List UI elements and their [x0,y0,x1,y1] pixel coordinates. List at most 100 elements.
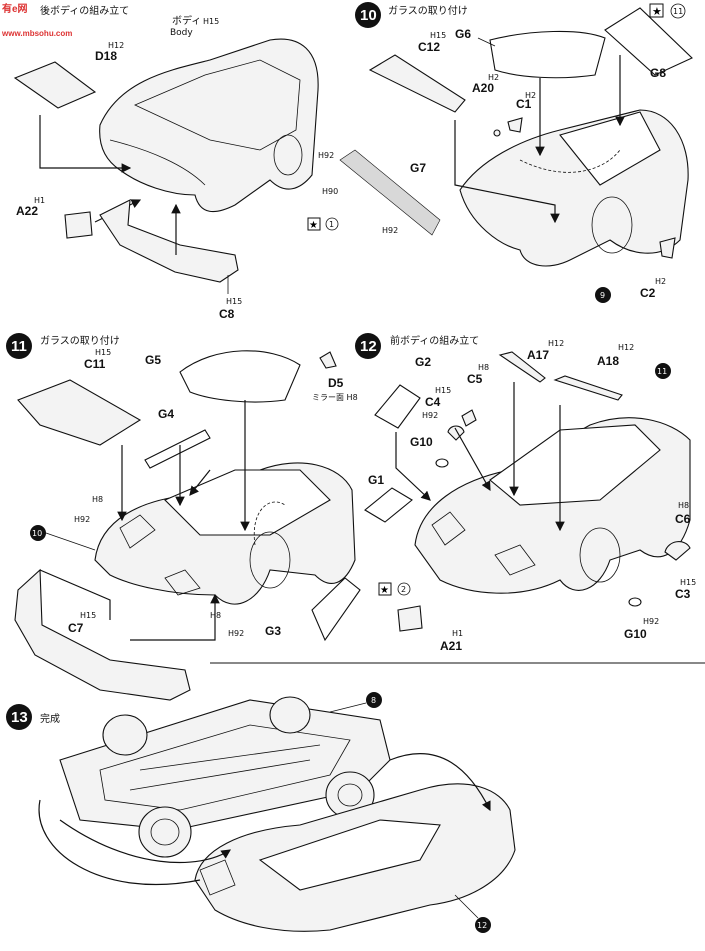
paint-code-c2: H2 [655,277,666,286]
step-10-title: ガラスの取り付け [388,4,468,17]
paint-code-c4: H15 [435,386,451,395]
part-g10-bottom-label: G10 [624,627,647,641]
part-a21-shape [397,605,423,632]
step-12-title: 前ボディの組み立て [390,334,479,347]
part-c12-shape [368,54,466,113]
sub-ref-8-badge [366,692,382,708]
step-13: 13 完成 8 12 [6,692,516,933]
star-decal-circle [325,217,339,231]
sub-ref-10-number: 10 [32,529,42,538]
part-a20-label: A20 [472,81,494,95]
step-13-title: 完成 [40,712,60,725]
rear-body-shell [99,38,319,213]
part-c2-shape [659,237,676,259]
part-c7-shape [14,568,191,701]
part-g8-shape [604,7,693,76]
paint-code-d18: H12 [108,41,124,50]
paint-code-c3: H15 [680,578,696,587]
sub-ref-10-badge [30,525,46,541]
step-10: 10 ガラスの取り付け ★ 11 G8 G6 H15 C12 H2 A20 H2… [307,2,693,303]
part-c3-shape [664,541,691,561]
paint-code-g10-top: H92 [422,411,438,420]
part-d18-label: D18 [95,49,117,63]
part-a21-label: A21 [440,639,462,653]
part-g6-label: G6 [455,27,471,41]
paint-code-c7: H15 [80,611,96,620]
paint-code-mesh-1: H92 [318,151,334,160]
paint-code-c12: H15 [430,31,446,40]
part-d5-shape [319,351,337,369]
part-d5-label: D5 [328,376,344,390]
paint-code-11-b: H92 [74,515,90,524]
part-c11-label: C11 [84,357,106,371]
part-a20-shape [493,129,501,137]
star-ref-box [649,3,664,18]
part-c11-shape [17,379,142,446]
step-13-badge [6,704,32,730]
star-decal-number: 1 [329,220,334,229]
star-decal-2-box [378,582,392,596]
paint-code-a21: H1 [452,629,463,638]
part-g2-shape [374,384,421,429]
part-c7-label: C7 [68,621,84,635]
sub-ref-12-badge [475,917,491,933]
part-g7-shape [339,149,441,236]
sub-ref-11-number: 11 [657,367,667,376]
body-label-en: Body [170,28,193,38]
part-c6-label: C6 [675,512,691,526]
paint-code-c8: H15 [226,297,242,306]
paint-code-a20: H2 [488,73,499,82]
part-g1-shape [364,487,413,523]
part-g2-label: G2 [415,355,431,369]
wheel-front-right [138,806,192,858]
step-12-badge [355,333,381,359]
step-10-number: 10 [360,7,377,24]
paint-code-body: H15 [203,17,219,26]
star-decal-2-circle [397,582,411,596]
part-g7-label: G7 [410,161,426,175]
part-c5-shape [461,409,477,427]
part-a22-label: A22 [16,204,38,218]
part-c12-label: C12 [418,40,440,54]
wheel-front-left [102,714,148,756]
wheel-rear-left [269,696,311,734]
part-c1-shape [507,117,523,133]
paint-code-11-a: H8 [92,495,103,504]
sub-ref-9-number: 9 [600,291,605,300]
body-label-jp: ボディ [172,14,201,27]
part-g3-shape [311,577,361,642]
part-g4-shape [144,429,211,469]
mirror-note: ミラー面 H8 [312,393,358,402]
part-a18-shape [553,375,623,401]
sub-ref-9-badge [595,287,611,303]
part-c1-label: C1 [516,97,532,111]
sub-ref-8-number: 8 [371,696,376,705]
paint-code-a17: H12 [548,339,564,348]
paint-code-a18: H12 [618,343,634,352]
part-g10-top-label: G10 [410,435,433,449]
star-ref-circle [670,3,686,19]
part-c4-shape [447,425,465,441]
star-decal-2-icon: ★ [380,585,389,596]
part-g5-label: G5 [145,353,161,367]
step-9-title: 後ボディの組み立て [40,4,129,17]
part-g10-top-shape [435,458,449,468]
part-g10-bottom-shape [628,597,642,607]
chassis-assembly [59,699,391,831]
step-11-title: ガラスの取り付け [40,334,120,347]
watermark-logo-text: 有e网 [2,2,28,15]
step-12-number: 12 [360,338,377,355]
sub-ref-11-badge [655,363,671,379]
part-c4-label: C4 [425,395,441,409]
part-a17-shape [498,351,546,383]
part-g3-label: G3 [265,624,281,638]
sub-ref-12-number: 12 [477,921,487,930]
paint-code-c5: H8 [478,363,489,372]
paint-code-c11: H15 [95,348,111,357]
part-g4-label: G4 [158,407,174,421]
paint-code-mesh-3: H92 [382,226,398,235]
watermark-url: www.mbsohu.com [1,29,72,38]
paint-code-11-d: H92 [228,629,244,638]
part-g5-shape [179,350,301,403]
